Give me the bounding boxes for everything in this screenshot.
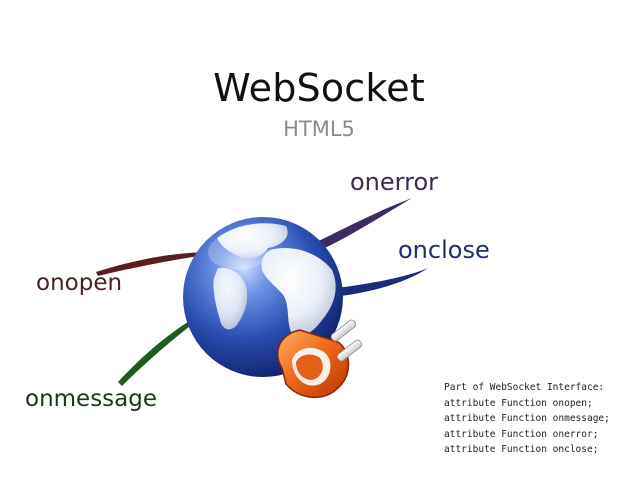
code-line: Part of WebSocket Interface:	[444, 382, 605, 393]
websocket-interface-code: Part of WebSocket Interface: attribute F…	[444, 380, 634, 458]
code-line: attribute Function onmessage;	[444, 413, 610, 424]
slide-title: WebSocket	[213, 66, 425, 110]
onerror-swoosh	[300, 198, 412, 258]
onopen-swoosh	[96, 251, 232, 276]
onmessage-swoosh	[118, 306, 216, 386]
code-line: attribute Function onerror;	[444, 428, 599, 440]
onerror-label: onerror	[350, 168, 438, 196]
onclose-label: onclose	[398, 236, 490, 264]
slide-subtitle: HTML5	[283, 117, 355, 141]
onclose-swoosh	[318, 268, 428, 298]
code-line: attribute Function onopen;	[444, 397, 593, 409]
code-line: attribute Function onclose;	[444, 444, 599, 455]
onmessage-label: onmessage	[25, 386, 158, 412]
power-plug-icon	[277, 319, 363, 399]
onopen-label: onopen	[36, 270, 123, 296]
